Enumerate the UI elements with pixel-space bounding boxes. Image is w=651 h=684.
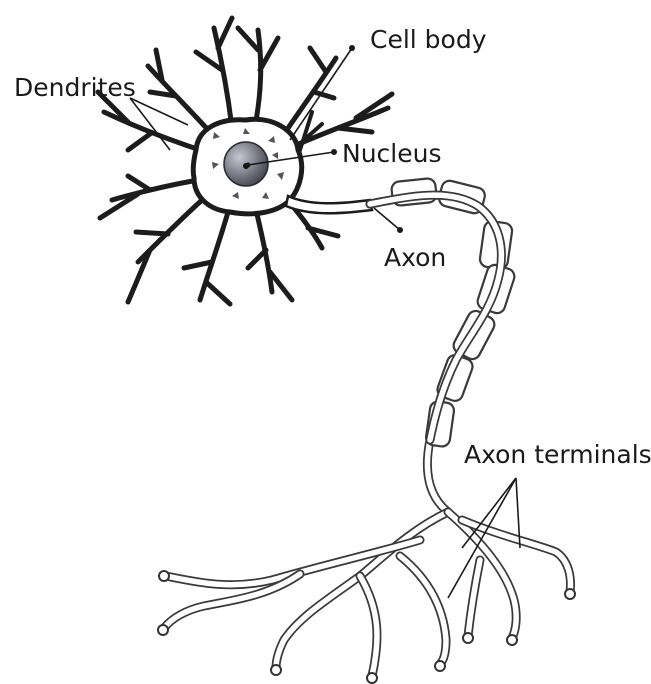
synaptic-knob (507, 635, 517, 645)
dendrite-branch (100, 176, 198, 218)
axon-terminals-group (158, 512, 575, 683)
synaptic-knob (463, 633, 473, 643)
terminal-branch (276, 512, 448, 668)
axon-hillock (286, 196, 372, 213)
dendrite-branch (238, 28, 278, 126)
leader-axon (374, 208, 400, 230)
dendrite-branch (148, 50, 210, 132)
myelin-sheath (370, 178, 516, 448)
dendrite-branch (248, 210, 292, 300)
synaptic-knob (565, 589, 575, 599)
leader-dot (397, 227, 403, 233)
dendrite-branch (196, 18, 232, 128)
synaptic-knob (158, 625, 168, 635)
label-nucleus: Nucleus (342, 139, 442, 168)
synaptic-knob (271, 665, 281, 675)
dendrite-branch (128, 200, 202, 302)
synaptic-knob (435, 661, 445, 671)
label-axon-terminals: Axon terminals (464, 440, 651, 469)
synaptic-knob (367, 673, 377, 683)
leader-dot (349, 45, 355, 51)
label-cell-body: Cell body (370, 25, 487, 54)
synaptic-knob (159, 571, 169, 581)
dendrite-branch (184, 212, 230, 304)
leader-dot (246, 163, 251, 168)
label-axon: Axon (384, 243, 446, 272)
leader-lines (130, 45, 520, 598)
leader-dot (331, 149, 337, 155)
label-dendrites: Dendrites (14, 73, 136, 102)
